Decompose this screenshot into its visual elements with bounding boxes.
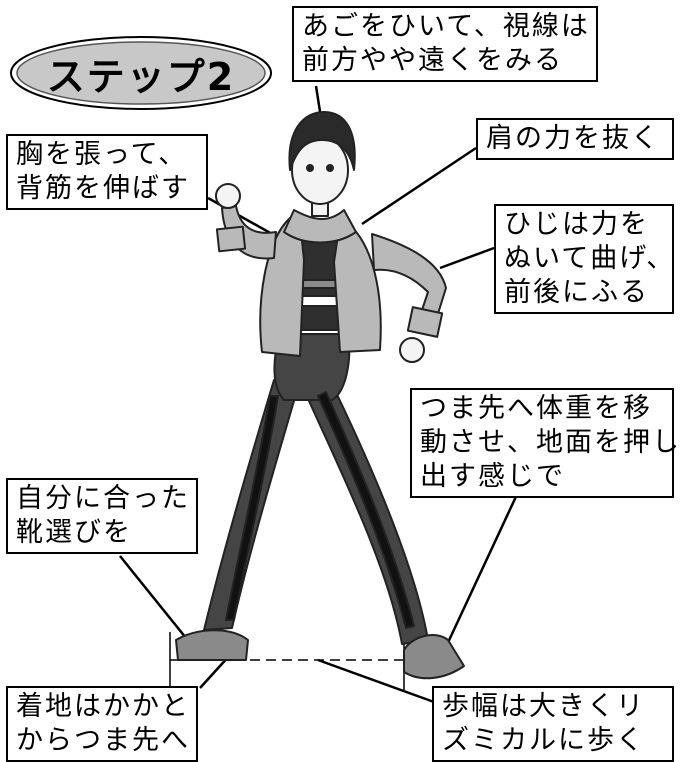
hood bbox=[283, 209, 357, 244]
callout-shoes: 自分に合った 靴選びを bbox=[6, 478, 198, 554]
callout-chin: あごをひいて、視線は 前方やや遠くをみる bbox=[292, 6, 598, 82]
step-badge bbox=[10, 36, 272, 110]
callout-chin-line1: あごをひいて、視線は bbox=[302, 11, 590, 42]
callout-toe-line1: つま先へ体重を移 bbox=[420, 393, 652, 424]
callout-stride-line1: 歩幅は大きくリ bbox=[442, 691, 645, 722]
pants-stripe-back bbox=[225, 395, 279, 621]
callout-elbow-line3: 前後にふる bbox=[504, 277, 649, 308]
raised-cuff bbox=[215, 225, 247, 253]
swing-hand bbox=[399, 337, 425, 363]
callout-toe: つま先へ体重を移 動させ、地面を押し 出す感じで bbox=[410, 388, 680, 498]
callout-shoulder-line1: 肩の力を抜く bbox=[486, 123, 660, 154]
callout-chest-line2: 背筋を伸ばす bbox=[16, 173, 190, 204]
callout-elbow-line2: ぬいて曲げ、 bbox=[504, 243, 676, 274]
woman-figure bbox=[175, 111, 465, 680]
callout-shoulder: 肩の力を抜く bbox=[476, 118, 674, 160]
raised-fist bbox=[215, 183, 241, 209]
callout-landing: 着地はかかと からつま先へ bbox=[6, 686, 198, 762]
callout-stride-line2: ズミカルに歩く bbox=[442, 725, 645, 756]
callout-toe-line2: 動させ、地面を押し bbox=[420, 427, 680, 458]
pants-stripe-front bbox=[317, 391, 415, 629]
callout-chin-line2: 前方やや遠くをみる bbox=[302, 45, 563, 76]
leader-shoes bbox=[119, 555, 187, 639]
leader-toe bbox=[436, 487, 522, 665]
callout-chest: 胸を張って、 背筋を伸ばす bbox=[6, 134, 208, 210]
callout-stride: 歩幅は大きくリ ズミカルに歩く bbox=[432, 686, 674, 762]
swing-arm bbox=[371, 233, 447, 321]
swing-cuff bbox=[406, 306, 444, 338]
leader-stride bbox=[317, 658, 435, 704]
callout-elbow-line1: ひじは力を bbox=[504, 209, 649, 240]
callout-landing-line1: 着地はかかと bbox=[16, 691, 190, 722]
callout-landing-line2: からつま先へ bbox=[16, 725, 190, 756]
front-shoe bbox=[403, 634, 465, 680]
eye-right bbox=[326, 164, 334, 172]
callout-shoes-line2: 靴選びを bbox=[16, 517, 132, 548]
eye-left bbox=[306, 164, 314, 172]
leader-shoulder bbox=[361, 146, 477, 226]
callout-chest-line1: 胸を張って、 bbox=[16, 139, 188, 170]
leader-elbow bbox=[439, 246, 495, 270]
step-label: ステップ2 bbox=[46, 54, 236, 99]
callout-elbow: ひじは力を ぬいて曲げ、 前後にふる bbox=[494, 204, 674, 314]
back-shoe bbox=[175, 629, 249, 661]
callout-toe-line3: 出す感じで bbox=[420, 461, 565, 492]
callout-shoes-line1: 自分に合った bbox=[16, 483, 190, 514]
hair bbox=[288, 111, 356, 171]
